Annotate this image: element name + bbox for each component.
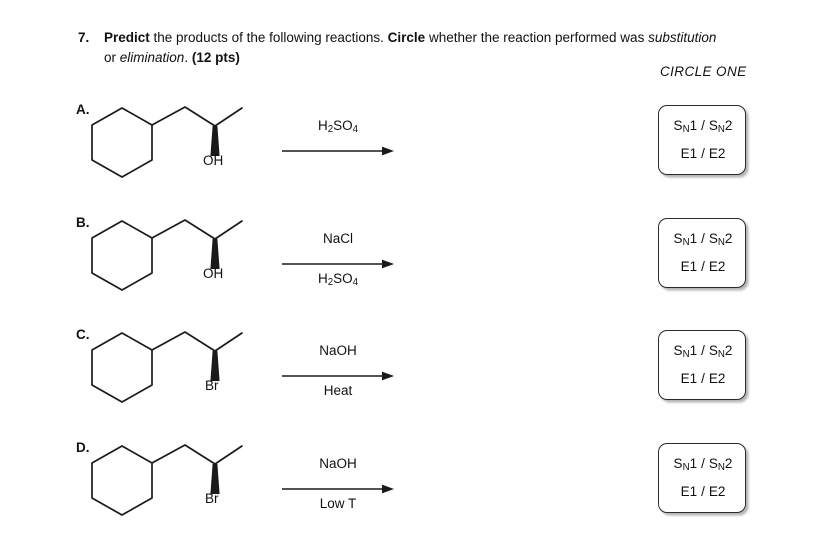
answer-box-b[interactable]: SN1/SN2 E1/E2 <box>658 218 746 288</box>
answer-e-line-d[interactable]: E1/E2 <box>680 484 726 499</box>
question-text-1: the products of the following reactions. <box>149 30 388 45</box>
reagent-above-a: H2SO4 <box>317 118 359 136</box>
molecule-structure-c <box>86 325 266 415</box>
leaving-group-label-a: OH <box>203 153 224 168</box>
question-text-2: whether the reaction performed was <box>425 30 649 45</box>
circle-one-header: CIRCLE ONE <box>660 64 747 79</box>
answer-e-line-a[interactable]: E1/E2 <box>680 146 726 161</box>
question-text: Predict the products of the following re… <box>104 28 718 68</box>
answer-box-a[interactable]: SN1/SN2 E1/E2 <box>658 105 746 175</box>
reagent-below-c: Heat <box>323 383 353 398</box>
answer-sn-line-c[interactable]: SN1/SN2 <box>673 343 733 361</box>
reagent-below-d: Low T <box>319 496 357 511</box>
reagent-below-b: H2SO4 <box>317 271 359 289</box>
arrow-glyph-b <box>282 259 394 269</box>
question-italic-elimination: elimination <box>119 50 185 65</box>
answer-e-line-b[interactable]: E1/E2 <box>680 259 726 274</box>
molecule-structure-d <box>86 438 266 528</box>
answer-sn-line-b[interactable]: SN1/SN2 <box>673 231 733 249</box>
question-text-4: . <box>184 50 192 65</box>
arrow-glyph-c <box>282 371 394 381</box>
reaction-row-d: D. Br NaOH Low T SN1/SN2 E1/E2 <box>0 438 828 550</box>
leaving-group-label-c: Br <box>205 378 219 393</box>
answer-sn-line-a[interactable]: SN1/SN2 <box>673 118 733 136</box>
reaction-arrow-b: NaCl H2SO4 <box>282 231 394 293</box>
row-label-a: A. <box>76 102 90 117</box>
reagent-above-b: NaCl <box>322 231 353 246</box>
reagent-above-c: NaOH <box>319 343 357 358</box>
molecule-structure-a <box>86 100 266 190</box>
reaction-arrow-a: H2SO4 <box>282 118 394 180</box>
question-points: (12 pts) <box>191 50 240 65</box>
leaving-group-label-b: OH <box>203 266 224 281</box>
row-label-c: C. <box>76 327 90 342</box>
leaving-group-label-d: Br <box>205 491 219 506</box>
reaction-arrow-c: NaOH Heat <box>282 343 394 405</box>
reaction-row-b: B. OH NaCl H2SO4 SN1/SN2 E1/E2 <box>0 213 828 325</box>
reagent-above-d: NaOH <box>319 456 357 471</box>
arrow-glyph-d <box>282 484 394 494</box>
question-number: 7. <box>78 30 90 45</box>
row-label-d: D. <box>76 440 90 455</box>
question-text-3: or <box>104 50 120 65</box>
reaction-row-c: C. Br NaOH Heat SN1/SN2 E1/E2 <box>0 325 828 437</box>
question-italic-substitution: substitution <box>648 30 717 45</box>
answer-e-line-c[interactable]: E1/E2 <box>680 371 726 386</box>
row-label-b: B. <box>76 215 90 230</box>
reaction-arrow-d: NaOH Low T <box>282 456 394 518</box>
answer-box-d[interactable]: SN1/SN2 E1/E2 <box>658 443 746 513</box>
molecule-structure-b <box>86 213 266 303</box>
answer-box-c[interactable]: SN1/SN2 E1/E2 <box>658 330 746 400</box>
reaction-row-a: A. OH H2SO4 SN1/SN2 E1/E2 <box>0 100 828 212</box>
arrow-glyph-a <box>282 146 394 156</box>
question-circle-bold: Circle <box>387 30 426 45</box>
answer-sn-line-d[interactable]: SN1/SN2 <box>673 456 733 474</box>
question-lead-bold: Predict <box>104 30 150 45</box>
question-prompt: 7. Predict the products of the following… <box>78 28 718 68</box>
